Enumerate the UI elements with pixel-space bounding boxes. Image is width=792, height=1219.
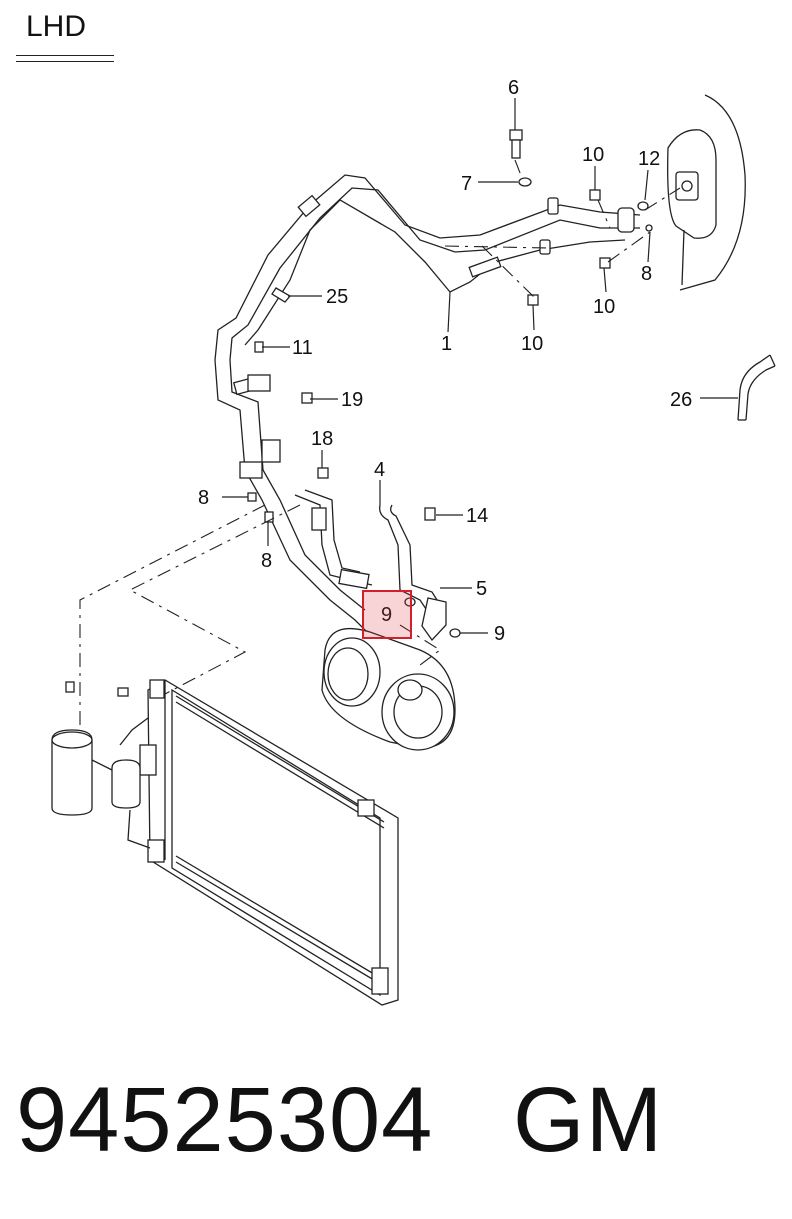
hose-part-26 — [737, 354, 776, 421]
evaporator-block — [667, 94, 746, 291]
leader-lines — [222, 98, 738, 634]
hose-assembly-main — [214, 174, 641, 641]
callout-9-highlighted: 9 — [381, 604, 392, 626]
callout-5: 5 — [476, 578, 487, 600]
callout-10-right: 10 — [593, 296, 615, 318]
callout-8-lower: 8 — [261, 550, 272, 572]
callout-25: 25 — [326, 286, 348, 308]
callouts: 6 7 10 12 8 10 10 1 25 11 19 18 8 8 4 14… — [198, 77, 692, 645]
diagram-heading: LHD — [26, 10, 87, 43]
callout-4: 4 — [374, 459, 385, 481]
fittings — [65, 129, 653, 697]
callout-8-right: 8 — [641, 263, 652, 285]
heading-underline-bottom — [16, 61, 114, 62]
callout-14: 14 — [466, 505, 488, 527]
callout-12: 12 — [638, 148, 660, 170]
highlight-box-part-9 — [362, 590, 412, 639]
callout-11: 11 — [292, 337, 313, 359]
callout-6: 6 — [508, 77, 519, 99]
callout-9-right: 9 — [494, 623, 505, 645]
assembly-centerlines — [79, 159, 681, 728]
part-number: 94525304 — [16, 1069, 434, 1171]
callout-19: 19 — [341, 389, 363, 411]
heading-underline-top — [16, 55, 114, 56]
brand-name: GM — [513, 1069, 664, 1171]
part-number-line: 94525304 GM — [16, 1068, 663, 1173]
callout-7: 7 — [461, 173, 472, 195]
callout-10-middle: 10 — [521, 333, 543, 355]
callout-8-left: 8 — [198, 487, 209, 509]
receiver-drier — [51, 717, 151, 849]
condenser — [139, 679, 399, 1006]
callout-1: 1 — [441, 333, 452, 355]
ac-compressor — [321, 628, 456, 751]
callout-26: 26 — [670, 389, 692, 411]
callout-18: 18 — [311, 428, 333, 450]
discharge-hose — [294, 489, 447, 642]
callout-10-top: 10 — [582, 144, 604, 166]
